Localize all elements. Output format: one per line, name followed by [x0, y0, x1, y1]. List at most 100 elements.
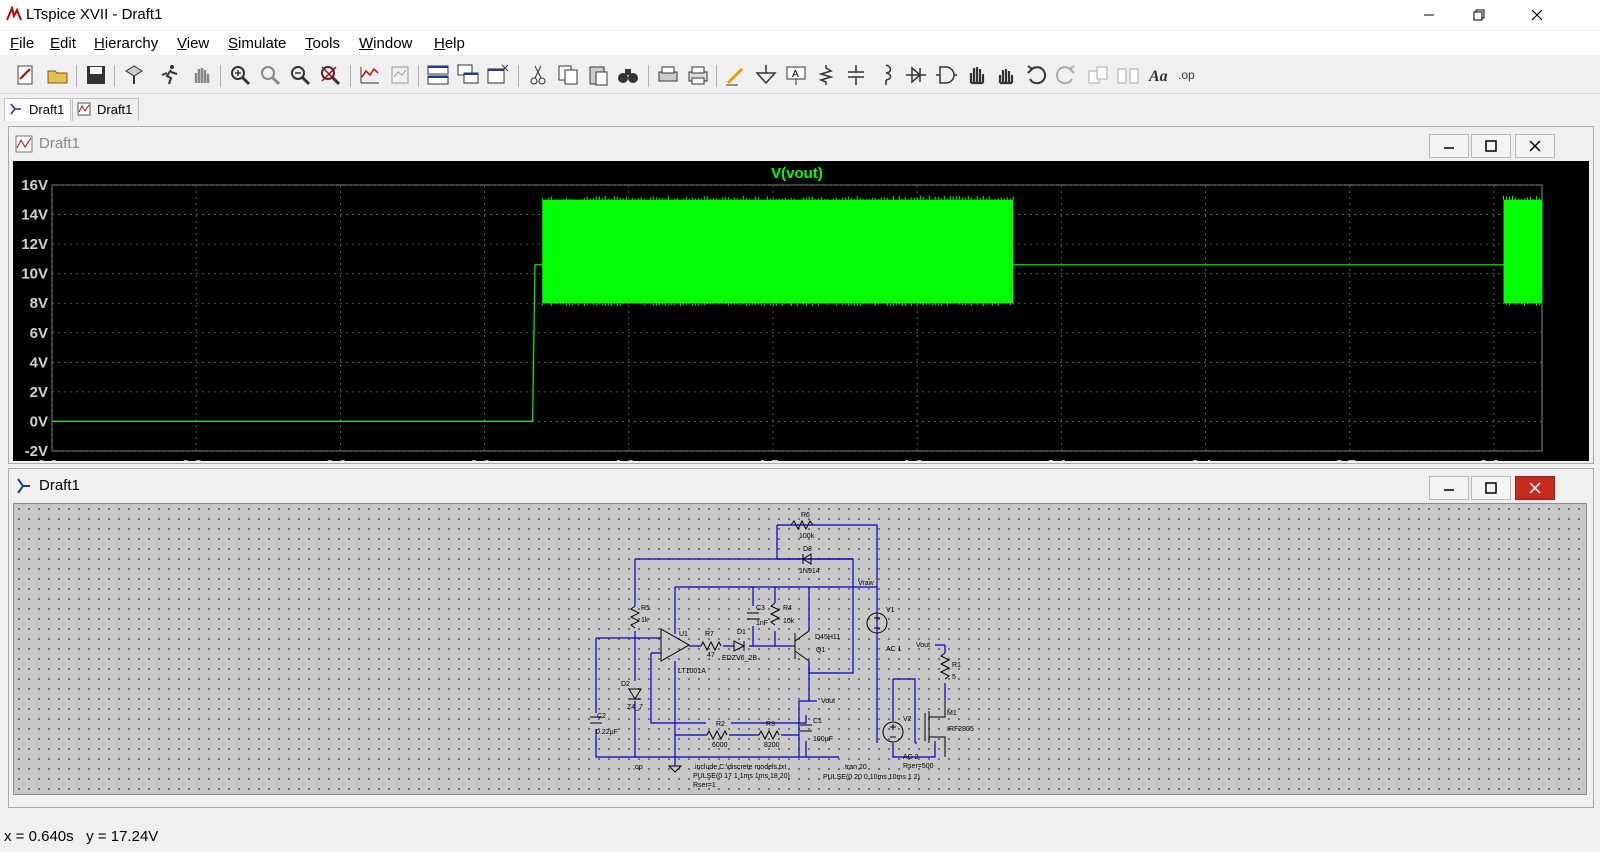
cut-icon[interactable] [526, 63, 550, 87]
resistor-icon[interactable] [814, 63, 838, 87]
menu-edit[interactable]: Edit [50, 35, 76, 52]
label-d1: D1 [737, 629, 746, 636]
spice-directive-icon[interactable]: .op [1178, 63, 1202, 87]
schematic-maximize-button[interactable] [1471, 476, 1511, 500]
directive-tran[interactable]: .tran 20 [843, 764, 867, 771]
new-schematic-icon[interactable] [14, 63, 38, 87]
minimize-button[interactable] [1406, 0, 1452, 30]
label-v2: V2 [903, 716, 912, 723]
print-icon[interactable] [686, 63, 710, 87]
find-icon[interactable] [616, 63, 640, 87]
tab-waveform[interactable]: Draft1 [72, 98, 139, 121]
waveform-maximize-button[interactable] [1471, 134, 1511, 158]
menu-mnemonic: V [177, 35, 187, 52]
text-icon[interactable]: Aa [1148, 63, 1172, 87]
close-button[interactable] [1514, 0, 1560, 30]
y-tick-label: 0V [30, 413, 48, 430]
label-net-icon[interactable]: A [784, 63, 808, 87]
capacitor-c3[interactable] [747, 613, 759, 619]
menu-view[interactable]: View [177, 35, 209, 52]
tab-schematic[interactable]: Draft1 [4, 98, 71, 121]
pick-visible-icon[interactable] [388, 63, 412, 87]
drag-icon[interactable] [994, 63, 1018, 87]
resistor-r2[interactable] [707, 731, 727, 739]
zoom-in-icon[interactable] [228, 63, 252, 87]
x-tick-label: 2.7s [1335, 457, 1364, 461]
waveform-plot[interactable]: 16V14V12V10V8V6V4V2V0V-2V0.0s0.3s0.6s0.9… [13, 161, 1589, 461]
run-icon[interactable] [158, 63, 182, 87]
paste-icon[interactable] [586, 63, 610, 87]
schematic-close-button[interactable] [1515, 476, 1555, 500]
label-d2: D2 [621, 681, 630, 688]
ground-icon[interactable] [754, 63, 778, 87]
y-readout: y = 17.24V [86, 828, 158, 845]
redo-icon[interactable] [1054, 63, 1078, 87]
inductor-icon[interactable] [874, 63, 898, 87]
save-icon[interactable] [84, 63, 108, 87]
zoom-fit-icon[interactable] [258, 63, 282, 87]
wire[interactable] [651, 653, 706, 723]
directive-op[interactable]: ;op [633, 764, 643, 771]
schematic-window-title: Draft1 [39, 477, 80, 494]
toolbar-separator [220, 65, 221, 87]
transistor-q1[interactable] [791, 631, 809, 661]
draw-wire-icon[interactable] [724, 63, 748, 87]
tab-label: Draft1 [29, 102, 64, 117]
wire[interactable] [777, 525, 853, 673]
undo-icon[interactable] [1024, 63, 1048, 87]
open-icon[interactable] [46, 63, 70, 87]
component-icon[interactable] [934, 63, 958, 87]
cascade-icon[interactable] [456, 63, 480, 87]
menu-simulate[interactable]: Simulate [228, 35, 286, 52]
schematic-drawing[interactable]: R6 100k D3 1N914 Vraw R5 1k U1 LT1001A R… [14, 504, 1586, 794]
rotate-icon[interactable] [1086, 63, 1110, 87]
value-v2-pulse: PULSE(0 20 0 10ms 10ms 1 2) [823, 774, 920, 781]
resistor-r7[interactable] [701, 642, 721, 650]
value-d2: Z4_7 [627, 704, 643, 711]
oscillation-band [1504, 200, 1542, 303]
menu-file[interactable]: File [10, 35, 34, 52]
waveform-icon [77, 102, 91, 116]
close-all-icon[interactable] [486, 63, 510, 87]
zoom-out-icon[interactable] [288, 63, 312, 87]
print-preview-icon[interactable] [656, 63, 680, 87]
schematic-canvas[interactable]: R6 100k D3 1N914 Vraw R5 1k U1 LT1001A R… [13, 503, 1587, 795]
wire[interactable] [799, 661, 809, 757]
zoom-cancel-icon[interactable] [318, 63, 342, 87]
waveform-minimize-button[interactable] [1429, 134, 1469, 158]
resistor-r5[interactable] [631, 606, 639, 628]
autorange-icon[interactable] [358, 63, 382, 87]
capacitor-c1[interactable] [800, 725, 812, 731]
halt-icon[interactable] [190, 63, 214, 87]
resistor-r3[interactable] [759, 731, 779, 739]
x-tick-label: 0.3s [182, 457, 211, 461]
resistor-r1[interactable] [941, 653, 949, 679]
x-tick-label: 0.0s [37, 457, 66, 461]
directive-include[interactable]: .include C:\discrete models.txt [693, 764, 786, 771]
menu-hierarchy[interactable]: Hierarchy [94, 35, 158, 52]
diode-d1[interactable] [734, 641, 744, 651]
diode-icon[interactable] [904, 63, 928, 87]
menu-label: indow [373, 35, 412, 52]
restore-button[interactable] [1456, 0, 1502, 30]
schematic-minimize-button[interactable] [1429, 476, 1469, 500]
value-m1: IRF2805 [947, 726, 974, 733]
y-tick-label: 6V [30, 325, 48, 342]
menu-help[interactable]: Help [434, 35, 465, 52]
zener-d2[interactable] [629, 689, 641, 699]
menu-window[interactable]: Window [359, 35, 412, 52]
waveform-close-button[interactable] [1515, 134, 1555, 158]
tile-icon[interactable] [426, 63, 450, 87]
x-tick-label: 1.5s [758, 457, 787, 461]
menu-tools[interactable]: Tools [305, 35, 340, 52]
waveform-chart[interactable]: 16V14V12V10V8V6V4V2V0V-2V0.0s0.3s0.6s0.9… [13, 161, 1589, 461]
copy-icon[interactable] [556, 63, 580, 87]
mirror-icon[interactable] [1116, 63, 1140, 87]
close-icon [1529, 140, 1541, 152]
move-icon[interactable] [964, 63, 988, 87]
resistor-r4[interactable] [771, 603, 779, 625]
capacitor-icon[interactable] [844, 63, 868, 87]
value-r1: 5 [952, 674, 956, 681]
control-panel-icon[interactable] [122, 63, 146, 87]
label-r1: R1 [952, 662, 961, 669]
